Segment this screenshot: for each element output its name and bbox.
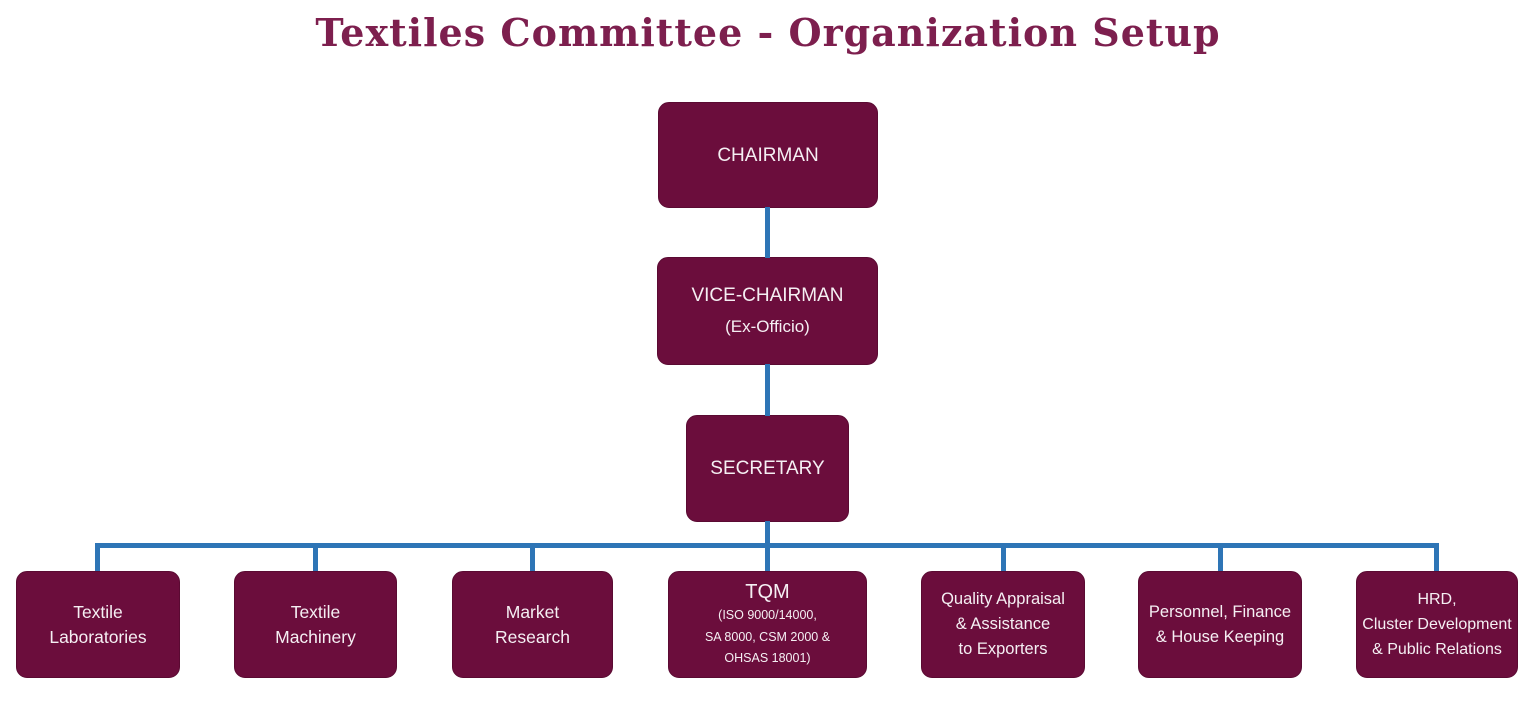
node-textile-machinery-label: Textile Machinery (275, 601, 356, 647)
node-vice-chairman-sublabel: (Ex-Officio) (725, 317, 810, 336)
node-textile-laboratories: Textile Laboratories (16, 571, 180, 678)
connector-chairman-vice (765, 207, 770, 258)
connector-secretary-bus (765, 521, 770, 545)
connector-bus (95, 543, 1439, 548)
connector-drop-6 (1218, 546, 1223, 572)
node-personnel-finance: Personnel, Finance & House Keeping (1138, 571, 1302, 678)
node-vice-chairman-label: VICE-CHAIRMAN (691, 285, 844, 306)
node-secretary-label: SECRETARY (710, 458, 825, 479)
page-title: Textiles Committee - Organization Setup (315, 10, 1221, 55)
node-hrd-cluster: HRD, Cluster Development & Public Relati… (1356, 571, 1518, 678)
node-market-research: Market Research (452, 571, 613, 678)
node-tqm-sublabel: (ISO 9000/14000, SA 8000, CSM 2000 & OHS… (704, 608, 831, 666)
node-quality-appraisal: Quality Appraisal & Assistance to Export… (921, 571, 1085, 678)
node-chairman: CHAIRMAN (658, 102, 878, 208)
node-vice-chairman: VICE-CHAIRMAN (Ex-Officio) (657, 257, 878, 365)
node-market-research-label: Market Research (495, 601, 570, 647)
node-quality-appraisal-label: Quality Appraisal & Assistance to Export… (941, 590, 1065, 658)
connector-drop-5 (1001, 546, 1006, 572)
connector-drop-3 (530, 546, 535, 572)
connector-vice-secretary (765, 364, 770, 416)
node-secretary: SECRETARY (686, 415, 849, 522)
node-hrd-cluster-label: HRD, Cluster Development & Public Relati… (1362, 591, 1512, 658)
connector-drop-7 (1434, 546, 1439, 572)
node-textile-machinery: Textile Machinery (234, 571, 397, 678)
connector-drop-4 (765, 546, 770, 572)
node-tqm: TQM (ISO 9000/14000, SA 8000, CSM 2000 &… (668, 571, 867, 678)
connector-drop-1 (95, 546, 100, 572)
node-personnel-finance-label: Personnel, Finance & House Keeping (1148, 602, 1292, 646)
connector-drop-2 (313, 546, 318, 572)
node-textile-laboratories-label: Textile Laboratories (49, 601, 147, 647)
node-tqm-label: TQM (745, 581, 790, 604)
node-chairman-label: CHAIRMAN (717, 144, 819, 166)
